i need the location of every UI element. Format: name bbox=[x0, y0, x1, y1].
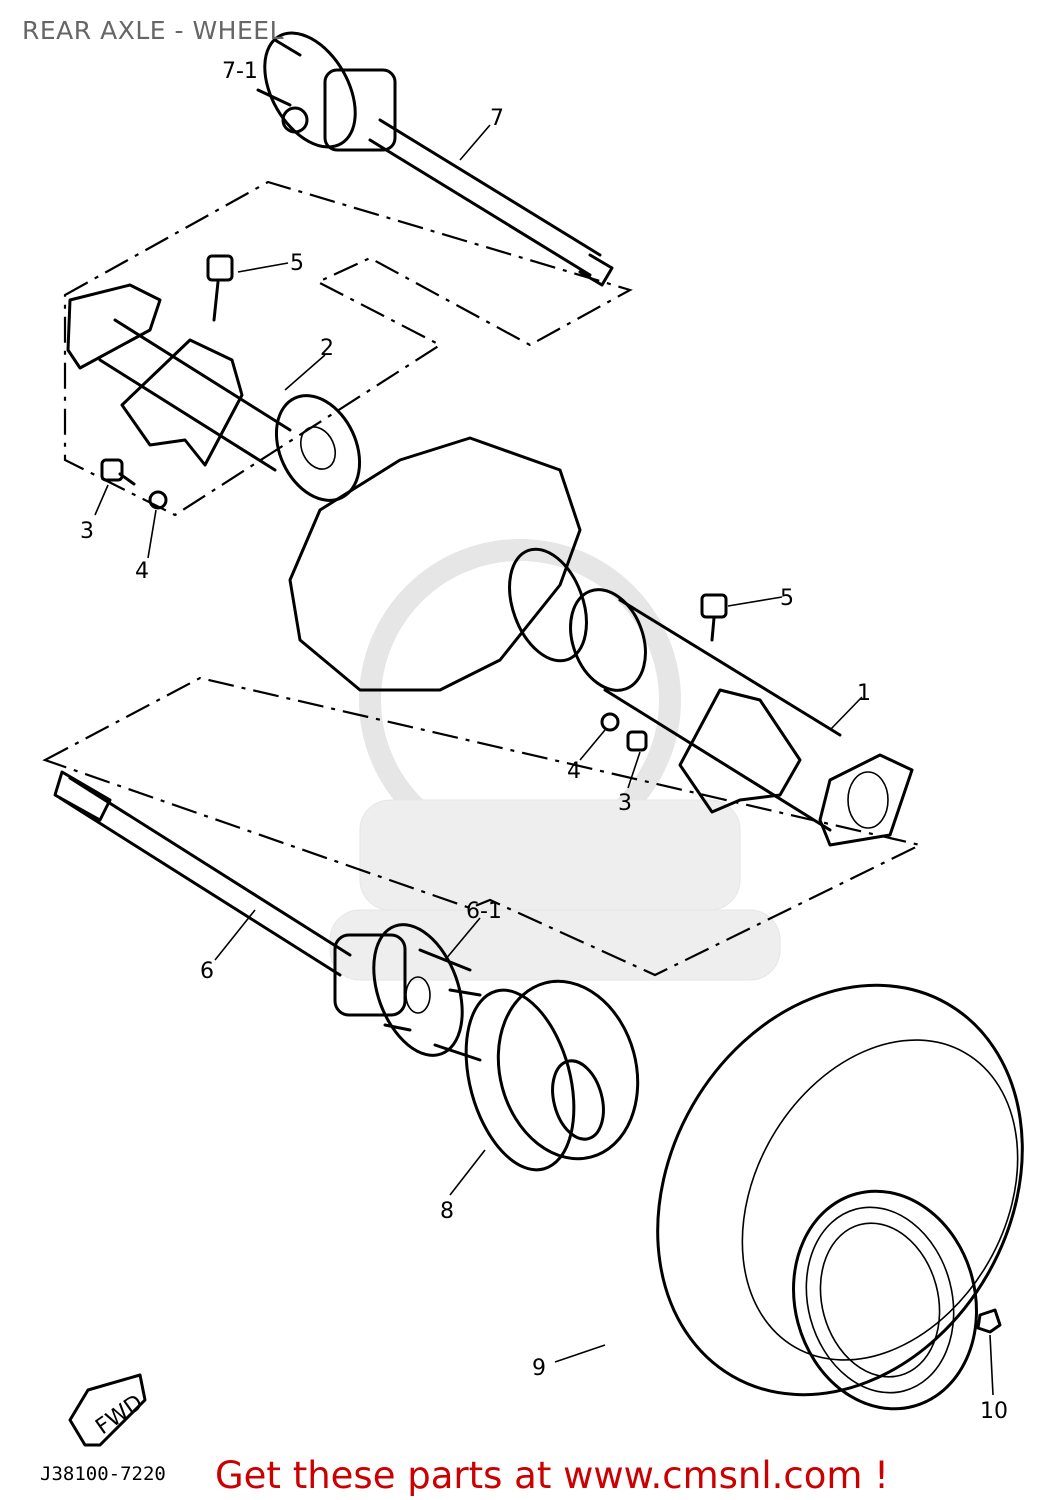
bolt-5-lower bbox=[700, 593, 728, 619]
nut-4-upper bbox=[148, 490, 168, 510]
promo-link[interactable]: Get these parts at www.cmsnl.com ! bbox=[215, 1454, 890, 1497]
callout-7: 7 bbox=[490, 106, 504, 131]
diagram-code: J38100-7220 bbox=[40, 1463, 166, 1485]
callout-8: 8 bbox=[440, 1199, 454, 1224]
bolt-5-upper bbox=[206, 254, 234, 282]
callout-6-1: 6-1 bbox=[466, 899, 502, 924]
callout-4-lower: 4 bbox=[567, 759, 581, 784]
bolt-3-upper bbox=[100, 458, 124, 482]
cmsnl-watermark bbox=[329, 539, 781, 981]
part-8-brake-drum bbox=[464, 979, 640, 1172]
callout-leaders bbox=[94, 124, 994, 1396]
callout-6: 6 bbox=[200, 959, 214, 984]
callout-2: 2 bbox=[320, 336, 334, 361]
callout-3-upper: 3 bbox=[80, 519, 94, 544]
nut-4-lower bbox=[600, 712, 620, 732]
callout-1: 1 bbox=[857, 681, 871, 706]
part-7-axle-shaft bbox=[256, 31, 614, 287]
nut-10 bbox=[976, 1308, 1002, 1334]
bolt-3-lower bbox=[626, 730, 648, 752]
svg-text:FWD: FWD bbox=[91, 1390, 147, 1440]
case-flange bbox=[508, 547, 588, 663]
page-title: REAR AXLE - WHEEL bbox=[22, 16, 284, 45]
lower-assembly-boundary bbox=[42, 676, 924, 977]
upper-assembly-boundary bbox=[63, 180, 633, 517]
callout-4-upper: 4 bbox=[135, 559, 149, 584]
part-9-wheel-tire bbox=[656, 983, 1024, 1411]
callout-10: 10 bbox=[980, 1399, 1008, 1424]
callout-9: 9 bbox=[532, 1356, 546, 1381]
transmission-case-outline bbox=[288, 436, 582, 692]
forward-arrow-icon: FWD bbox=[68, 1373, 148, 1447]
bolts-and-nuts bbox=[100, 254, 1002, 1334]
callout-5-upper: 5 bbox=[290, 251, 304, 276]
part-1-axle-housing bbox=[569, 588, 914, 847]
part-2-axle-housing bbox=[66, 283, 362, 502]
callout-7-1: 7-1 bbox=[222, 59, 258, 84]
callout-5-lower: 5 bbox=[780, 586, 794, 611]
callout-3-lower: 3 bbox=[618, 791, 632, 816]
